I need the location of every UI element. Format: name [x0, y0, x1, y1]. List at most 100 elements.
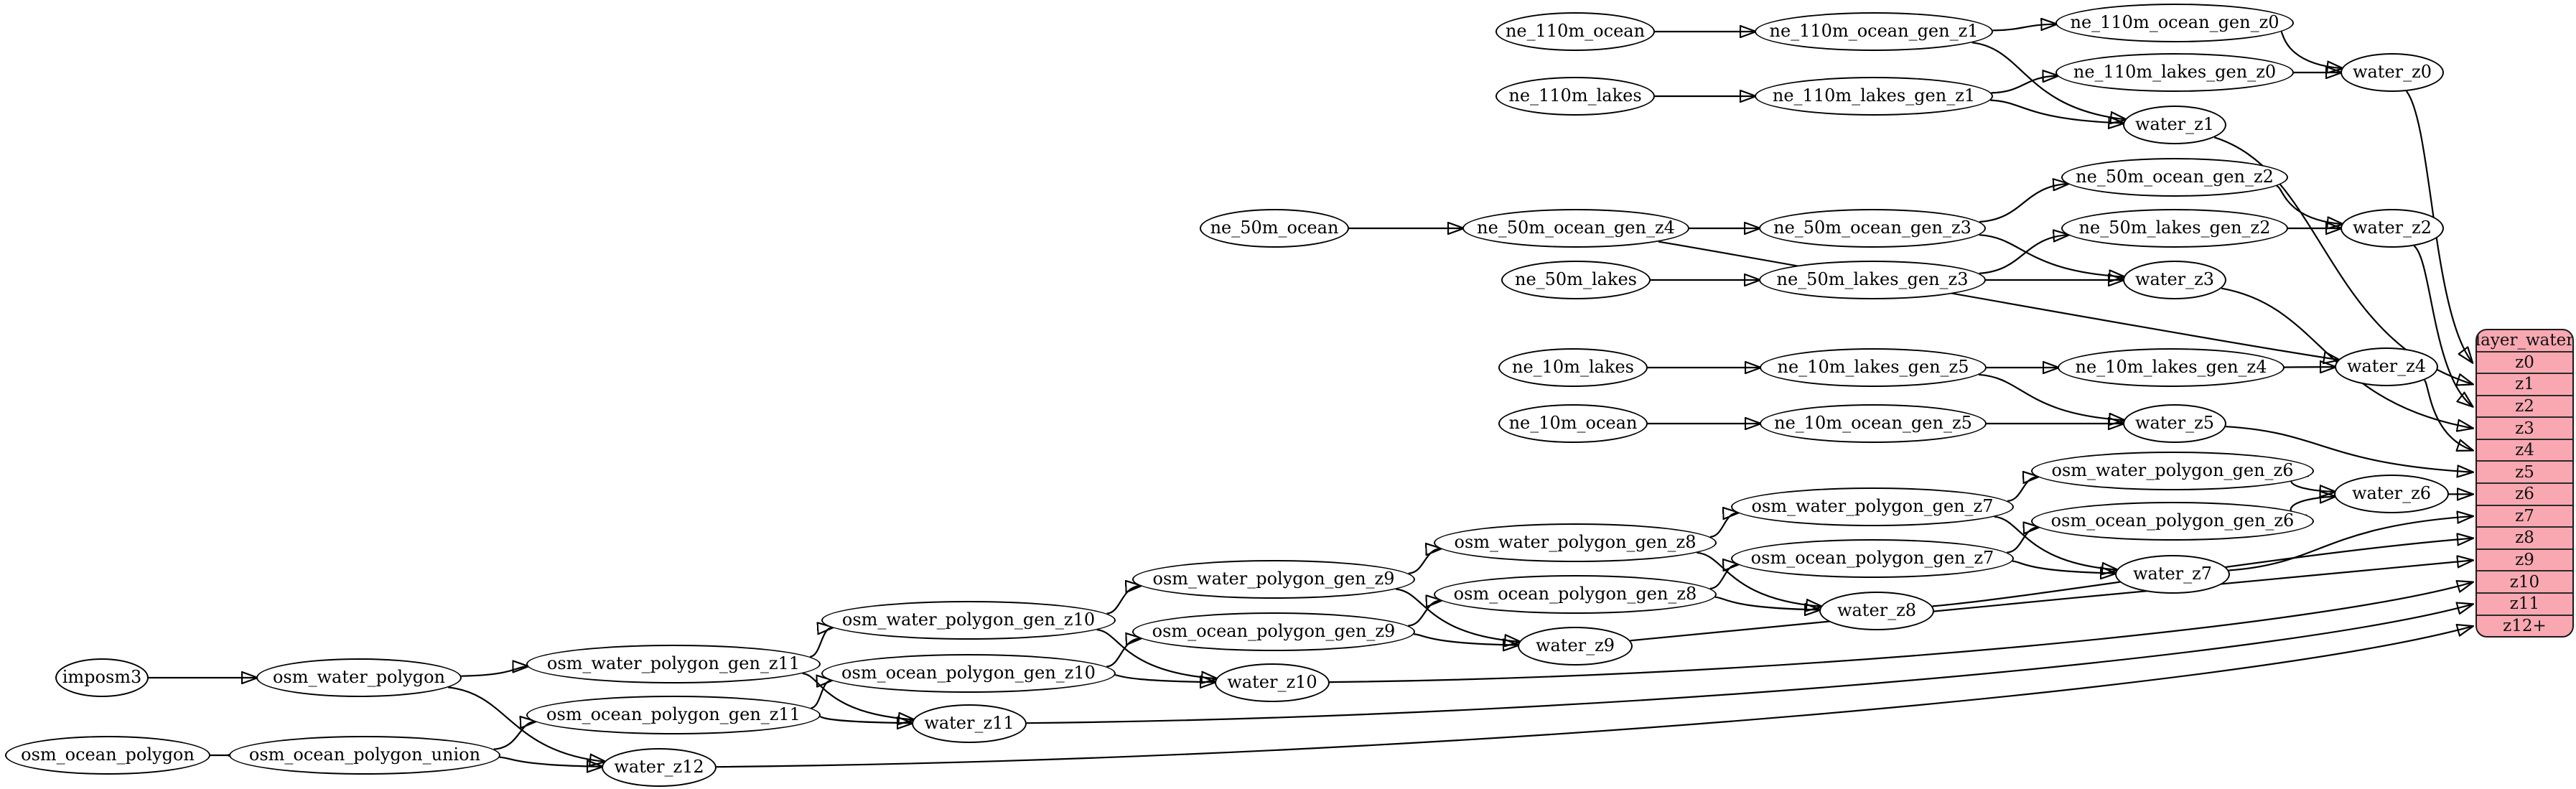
edge-ne-50m-lakes-gen-z3-to-ne-50m-lakes-gen-z2: [1979, 235, 2068, 274]
edge-osm-ocean-polygon-gen-z11-to-water-z11: [819, 716, 912, 723]
node-osm-water-polygon: osm_water_polygon: [256, 658, 462, 697]
node-ne-10m-lakes-gen-z5: ne_10m_lakes_gen_z5: [1760, 348, 1987, 387]
layer-water-row-z5: z5: [2477, 460, 2572, 482]
node-ne-110m-ocean: ne_110m_ocean: [1495, 12, 1655, 51]
node-label: osm_ocean_polygon_gen_z10: [841, 663, 1096, 683]
node-osm-water-polygon-gen-z6: osm_water_polygon_gen_z6: [2031, 452, 2314, 490]
edge-water-z5-to-layer-water-z5: [2226, 426, 2472, 472]
node-label: water_z10: [1227, 672, 1317, 692]
node-label: ne_10m_lakes_gen_z5: [1777, 357, 1969, 377]
node-ne-110m-lakes: ne_110m_lakes: [1495, 77, 1655, 116]
edge-ne-110m-lakes-gen-z1-to-water-z1: [1990, 99, 2123, 123]
node-label: ne_50m_lakes_gen_z2: [2078, 218, 2271, 238]
layer-water-row-z2: z2: [2477, 394, 2572, 417]
node-label: osm_water_polygon_gen_z8: [1454, 532, 1697, 552]
node-water-z8: water_z8: [1819, 592, 1934, 630]
layer-water-row-z12plus: z12+: [2477, 614, 2572, 636]
edge-ne-110m-ocean-gen-z1-to-ne-110m-ocean-gen-z0: [1992, 24, 2056, 32]
node-label: ne_110m_lakes: [1508, 85, 1642, 106]
edge-water-z12-to-layer-water-z12-: [716, 627, 2472, 768]
node-water-z11: water_z11: [912, 704, 1027, 743]
edge-water-z7-to-layer-water-z7: [2229, 516, 2472, 571]
edge-osm-water-polygon-gen-z9-to-osm-water-polygon-gen-z8: [1408, 548, 1441, 574]
edge-osm-water-polygon-gen-z7-to-osm-water-polygon-gen-z6: [2007, 477, 2038, 502]
edge-osm-ocean-polygon-gen-z10-to-osm-ocean-polygon-gen-z9: [1106, 638, 1141, 668]
node-label: osm_water_polygon_gen_z11: [546, 653, 801, 673]
node-label: ne_10m_ocean_gen_z5: [1774, 413, 1972, 433]
edge-ne-10m-lakes-gen-z5-to-water-z5: [1979, 373, 2124, 421]
layer-water-header: layer_water: [2475, 331, 2574, 350]
edge-ne-10m-lakes-gen-z4-to-water-z4: [2281, 367, 2335, 368]
node-label: water_z1: [2134, 114, 2215, 134]
node-osm-water-polygon-gen-z7: osm_water_polygon_gen_z7: [1731, 487, 2014, 526]
node-ne-10m-lakes: ne_10m_lakes: [1498, 348, 1648, 387]
layer-water-row-z8: z8: [2477, 526, 2572, 548]
node-label: ne_50m_ocean_gen_z4: [1477, 218, 1675, 238]
edge-water-z4-to-layer-water-z4: [2423, 379, 2472, 450]
edge-water-z11-to-layer-water-z11: [1026, 604, 2472, 724]
node-label: osm_water_polygon_gen_z10: [841, 610, 1096, 630]
node-label: osm_water_polygon_gen_z6: [2051, 460, 2294, 480]
node-ne-110m-ocean-gen-z1: ne_110m_ocean_gen_z1: [1755, 12, 1993, 51]
node-label: water_z4: [2346, 356, 2427, 376]
node-water-z6: water_z6: [2334, 475, 2449, 513]
node-ne-50m-ocean: ne_50m_ocean: [1200, 209, 1349, 248]
node-osm-ocean-polygon-gen-z9: osm_ocean_polygon_gen_z9: [1132, 612, 1415, 651]
node-water-z1: water_z1: [2123, 106, 2226, 144]
node-water-z9: water_z9: [1518, 627, 1633, 666]
layer-water-row-z9: z9: [2477, 548, 2572, 571]
node-label: ne_110m_ocean_gen_z0: [2070, 12, 2279, 32]
node-water-z10: water_z10: [1215, 663, 1330, 702]
edge-ne-50m-ocean-gen-z3-to-ne-50m-ocean-gen-z2: [1979, 184, 2068, 223]
edge-ne-50m-ocean-gen-z3-to-water-z3: [1979, 234, 2124, 276]
node-label: osm_ocean_polygon_gen_z8: [1453, 584, 1697, 604]
node-ne-50m-ocean-gen-z3: ne_50m_ocean_gen_z3: [1759, 209, 1986, 248]
edge-osm-ocean-polygon-gen-z10-to-water-z10: [1115, 674, 1215, 682]
node-label: ne_110m_lakes_gen_z1: [1772, 85, 1976, 106]
node-label: water_z3: [2134, 269, 2215, 289]
node-label: water_z8: [1837, 600, 1917, 620]
edge-osm-ocean-polygon-gen-z7-to-osm-ocean-polygon-gen-z6: [2007, 527, 2038, 554]
node-label: ne_10m_lakes: [1511, 357, 1634, 377]
node-label: water_z0: [2352, 62, 2432, 82]
node-water-z0: water_z0: [2341, 53, 2444, 92]
node-label: water_z9: [1535, 635, 1615, 655]
node-label: imposm3: [62, 667, 142, 687]
node-ne-50m-lakes: ne_50m_lakes: [1501, 261, 1651, 299]
edge-ne-110m-ocean-gen-z0-to-water-z0: [2280, 31, 2342, 68]
edge-ne-50m-ocean-gen-z4-to-water-z4: [1658, 241, 2338, 360]
node-label: ne_50m_ocean_gen_z3: [1773, 218, 1971, 238]
node-label: ne_110m_ocean: [1505, 21, 1646, 41]
node-ne-10m-ocean: ne_10m_ocean: [1498, 404, 1648, 443]
node-osm-water-polygon-gen-z8: osm_water_polygon_gen_z8: [1434, 523, 1717, 562]
node-label: ne_50m_lakes: [1514, 269, 1637, 289]
edge-osm-ocean-polygon-gen-z8-to-water-z8: [1714, 596, 1819, 610]
node-osm-water-polygon-gen-z10: osm_water_polygon_gen_z10: [821, 601, 1116, 640]
node-osm-water-polygon-gen-z11: osm_water_polygon_gen_z11: [526, 645, 821, 683]
node-label: water_z7: [2132, 564, 2213, 584]
node-osm-ocean-polygon: osm_ocean_polygon: [5, 736, 210, 775]
layer-water-row-z0: z0: [2477, 350, 2572, 373]
node-osm-ocean-polygon-gen-z10: osm_ocean_polygon_gen_z10: [821, 654, 1116, 693]
node-ne-50m-lakes-gen-z2: ne_50m_lakes_gen_z2: [2061, 209, 2288, 248]
node-label: ne_50m_ocean_gen_z2: [2076, 167, 2274, 187]
edge-osm-ocean-polygon-gen-z9-to-water-z9: [1414, 633, 1518, 645]
node-osm-ocean-polygon-union: osm_ocean_polygon_union: [229, 736, 500, 775]
edge-osm-water-polygon-gen-z7-to-water-z7: [1994, 515, 2117, 570]
node-label: ne_50m_lakes_gen_z3: [1776, 269, 1969, 289]
edge-ne-110m-ocean-gen-z1-to-water-z1: [1971, 42, 2125, 119]
node-label: water_z2: [2352, 218, 2432, 238]
node-imposm3: imposm3: [55, 658, 149, 697]
node-label: osm_ocean_polygon_gen_z9: [1152, 621, 1396, 641]
node-ne-10m-ocean-gen-z5: ne_10m_ocean_gen_z5: [1760, 404, 1987, 443]
edge-osm-water-polygon-gen-z8-to-water-z8: [1697, 551, 1821, 607]
edge-osm-ocean-polygon-gen-z7-to-water-z7: [2012, 560, 2115, 574]
node-water-z5: water_z5: [2123, 404, 2226, 443]
edge-osm-water-polygon-gen-z10-to-water-z10: [1096, 629, 1216, 678]
edge-osm-ocean-polygon-gen-z9-to-osm-ocean-polygon-gen-z8: [1408, 600, 1440, 627]
node-osm-ocean-polygon-gen-z11: osm_ocean_polygon_gen_z11: [526, 696, 821, 734]
edge-water-z9-to-layer-water-z9: [1630, 561, 2472, 642]
node-label: osm_ocean_polygon_gen_z6: [2050, 510, 2295, 531]
edge-osm-ocean-polygon-union-to-osm-ocean-polygon-gen-z11: [493, 722, 535, 750]
